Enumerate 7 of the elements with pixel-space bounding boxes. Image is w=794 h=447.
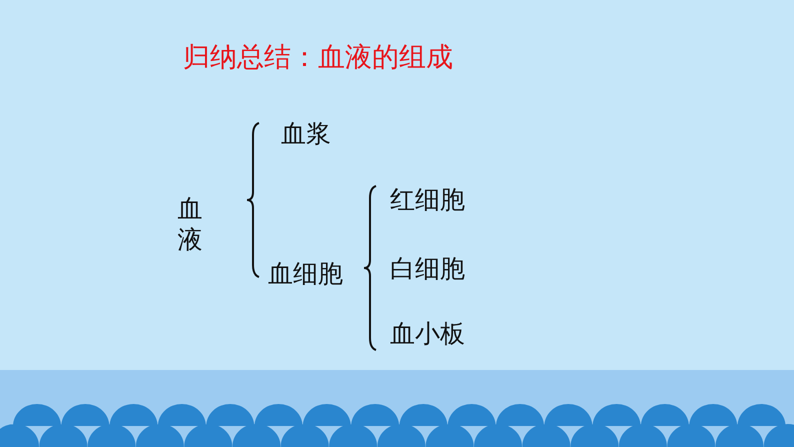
term-label: 白细胞 bbox=[390, 256, 465, 281]
term-label: 血细胞 bbox=[268, 261, 343, 286]
term-label: 红细胞 bbox=[390, 187, 465, 212]
term-label: 血小板 bbox=[390, 321, 465, 346]
title: 归纳总结：血液的组成 bbox=[183, 44, 453, 71]
term-label: 血液 bbox=[176, 193, 204, 256]
term-label: 血浆 bbox=[281, 121, 331, 146]
